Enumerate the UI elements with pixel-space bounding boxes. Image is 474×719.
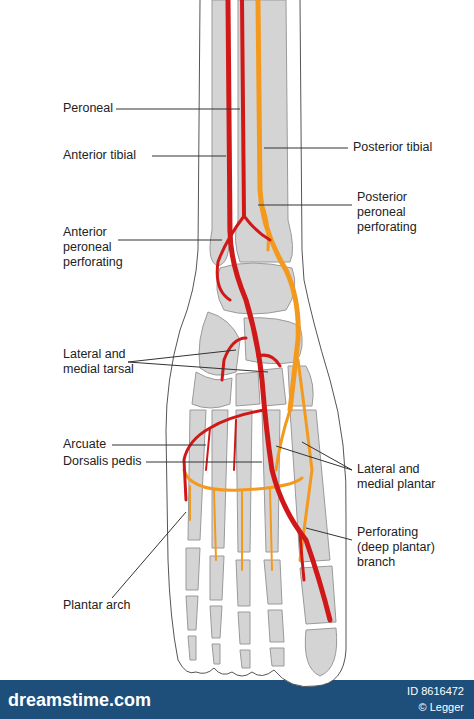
leader-lines (112, 109, 352, 598)
anterior-arteries (184, 0, 330, 620)
artery-label: Peroneal (63, 101, 113, 116)
posterior-arteries (184, 0, 312, 570)
artery-label: Perforating (deep plantar) branch (357, 525, 453, 570)
artery-label: Plantar arch (63, 598, 130, 613)
artery-label: Anterior peroneal perforating (63, 225, 147, 270)
artery-label: Arcuate (63, 437, 106, 452)
artery-label: Dorsalis pedis (63, 454, 142, 469)
bones (186, 0, 337, 676)
watermark: © Legger (419, 700, 464, 714)
artery-label: Posterior tibial (353, 140, 432, 155)
artery-label: Lateral and medial tarsal (63, 347, 147, 377)
watermark: ID 8616472 (407, 684, 464, 698)
foot-outline (166, 0, 346, 687)
watermark: dreamstime.com (8, 690, 151, 711)
artery-label: Lateral and medial plantar (357, 462, 449, 492)
artery-label: Anterior tibial (63, 148, 136, 163)
artery-label: Posterior peroneal perforating (357, 190, 441, 235)
